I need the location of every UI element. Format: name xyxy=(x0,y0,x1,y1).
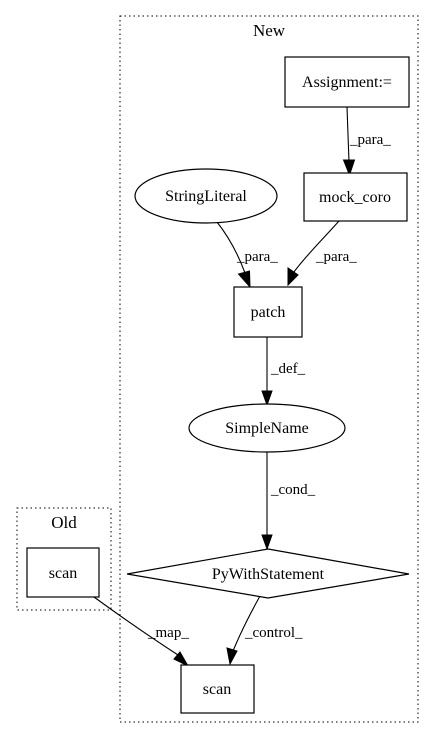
edge-with-to-scan: _control_ xyxy=(226,595,303,666)
node-simple-name-label: SimpleName xyxy=(225,420,309,437)
edge-label-para-2: _para_ xyxy=(236,249,278,265)
node-mock-coro[interactable]: mock_coro xyxy=(303,172,408,222)
edge-assignment-to-mock-coro: _para_ xyxy=(342,106,391,177)
node-scan-old[interactable]: scan xyxy=(26,547,100,598)
node-assignment[interactable]: Assignment:= xyxy=(284,56,410,108)
edge-label-map: _map_ xyxy=(147,625,189,641)
node-patch[interactable]: patch xyxy=(233,286,303,338)
edge-label-control: _control_ xyxy=(244,625,303,641)
edge-label-cond: _cond_ xyxy=(270,482,316,498)
node-string-literal-label: StringLiteral xyxy=(165,188,247,205)
edge-mock-coro-to-patch: _para_ xyxy=(287,220,357,287)
node-scan-new-label: scan xyxy=(203,681,231,698)
edge-label-def: _def_ xyxy=(270,361,306,377)
node-mock-coro-label: mock_coro xyxy=(319,189,391,206)
edge-string-literal-to-patch: _para_ xyxy=(216,221,278,289)
edge-patch-to-simple-name: _def_ xyxy=(261,337,306,407)
node-py-with-statement[interactable]: PyWithStatement xyxy=(126,548,410,599)
edge-old-scan-to-new-scan: _map_ xyxy=(93,596,189,668)
node-patch-label: patch xyxy=(251,304,286,321)
node-py-with-statement-label: PyWithStatement xyxy=(212,566,325,583)
node-assignment-label: Assignment:= xyxy=(302,74,392,91)
node-string-literal[interactable]: StringLiteral xyxy=(134,168,278,224)
cluster-new: New xyxy=(119,15,419,723)
node-simple-name[interactable]: SimpleName xyxy=(188,403,346,453)
cluster-old-label: Old xyxy=(51,513,77,532)
edge-simple-name-to-with: _cond_ xyxy=(261,451,316,551)
node-scan-old-label: scan xyxy=(49,565,77,582)
edge-label-para-1: _para_ xyxy=(349,132,391,148)
cluster-new-label: New xyxy=(253,21,286,40)
edge-label-para-3: _para_ xyxy=(315,249,357,265)
node-scan-new[interactable]: scan xyxy=(180,664,255,714)
cluster-old: Old xyxy=(16,507,112,611)
